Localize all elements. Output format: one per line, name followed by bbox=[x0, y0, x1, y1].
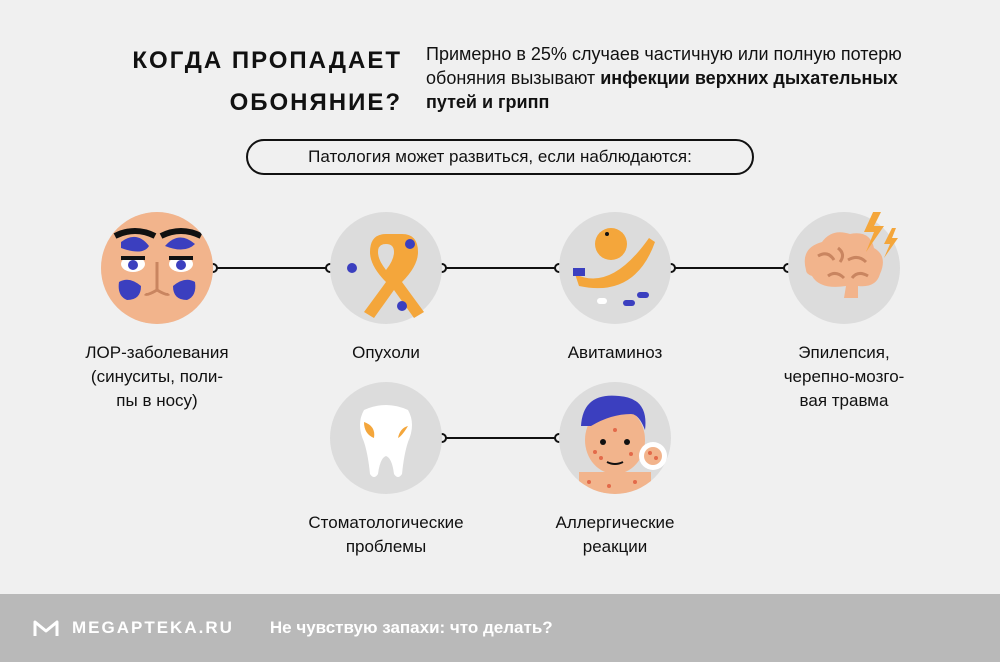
label-line: черепно-мозго- bbox=[783, 367, 905, 386]
epilepsy-circle bbox=[788, 212, 900, 324]
brain-lightning-icon bbox=[804, 212, 898, 298]
avitaminosis-circle bbox=[559, 212, 671, 324]
dental-label: Стоматологические проблемы bbox=[286, 511, 486, 559]
footer-bar: MEGAPTEKA.RU Не чувствую запахи: что дел… bbox=[0, 594, 1000, 662]
intro-bold: инфекции верхних дыхательных путей и гри… bbox=[426, 68, 898, 112]
label-line: проблемы bbox=[345, 537, 427, 556]
allergy-label: Аллергические реакции bbox=[515, 511, 715, 559]
ent-disease-circle bbox=[101, 212, 213, 324]
tumors-circle bbox=[330, 212, 442, 324]
label-line: ЛОР-заболевания bbox=[85, 343, 229, 362]
title-line-1: КОГДА ПРОПАДАЕТ bbox=[132, 47, 402, 74]
label-line: реакции bbox=[582, 537, 648, 556]
conditions-pill: Патология может развиться, если наблюдаю… bbox=[246, 139, 754, 175]
allergy-circle bbox=[559, 382, 671, 494]
brand-logo[interactable]: MEGAPTEKA.RU bbox=[32, 616, 234, 640]
ribbon-icon bbox=[347, 234, 424, 318]
ent-disease-label: ЛОР-заболевания (синуситы, поли- пы в но… bbox=[57, 341, 257, 413]
page-title: КОГДА ПРОПАДАЕТ ОБОНЯНИЕ? bbox=[90, 40, 402, 124]
label-line: (синуситы, поли- bbox=[90, 367, 224, 386]
label-line: Аллергические bbox=[555, 513, 675, 532]
label-line: вая травма bbox=[799, 391, 889, 410]
label-line: Авитаминоз bbox=[567, 343, 663, 362]
face-sinus-icon bbox=[101, 212, 213, 324]
logo-mark-icon bbox=[33, 620, 59, 636]
intro-text: Примерно в 25% случаев частичную или пол… bbox=[426, 42, 926, 114]
label-line: Опухоли bbox=[352, 343, 420, 362]
avitaminosis-label: Авитаминоз bbox=[515, 341, 715, 365]
allergy-face-icon bbox=[579, 395, 667, 494]
dental-circle bbox=[330, 382, 442, 494]
footer-caption: Не чувствую запахи: что делать? bbox=[269, 618, 553, 637]
label-line: Эпилепсия, bbox=[798, 343, 890, 362]
label-line: пы в носу) bbox=[116, 391, 198, 410]
pill-text: Патология может развиться, если наблюдаю… bbox=[308, 147, 692, 166]
epilepsy-label: Эпилепсия, черепно-мозго- вая травма bbox=[744, 341, 944, 413]
fruit-icon bbox=[573, 228, 655, 306]
intro-plain: Примерно в 25% случаев частичную или пол… bbox=[426, 44, 902, 88]
title-line-2: ОБОНЯНИЕ? bbox=[229, 89, 402, 116]
tumors-label: Опухоли bbox=[286, 341, 486, 365]
tooth-icon bbox=[360, 405, 412, 477]
label-line: Стоматологические bbox=[308, 513, 464, 532]
logo-text: MEGAPTEKA.RU bbox=[72, 618, 234, 637]
